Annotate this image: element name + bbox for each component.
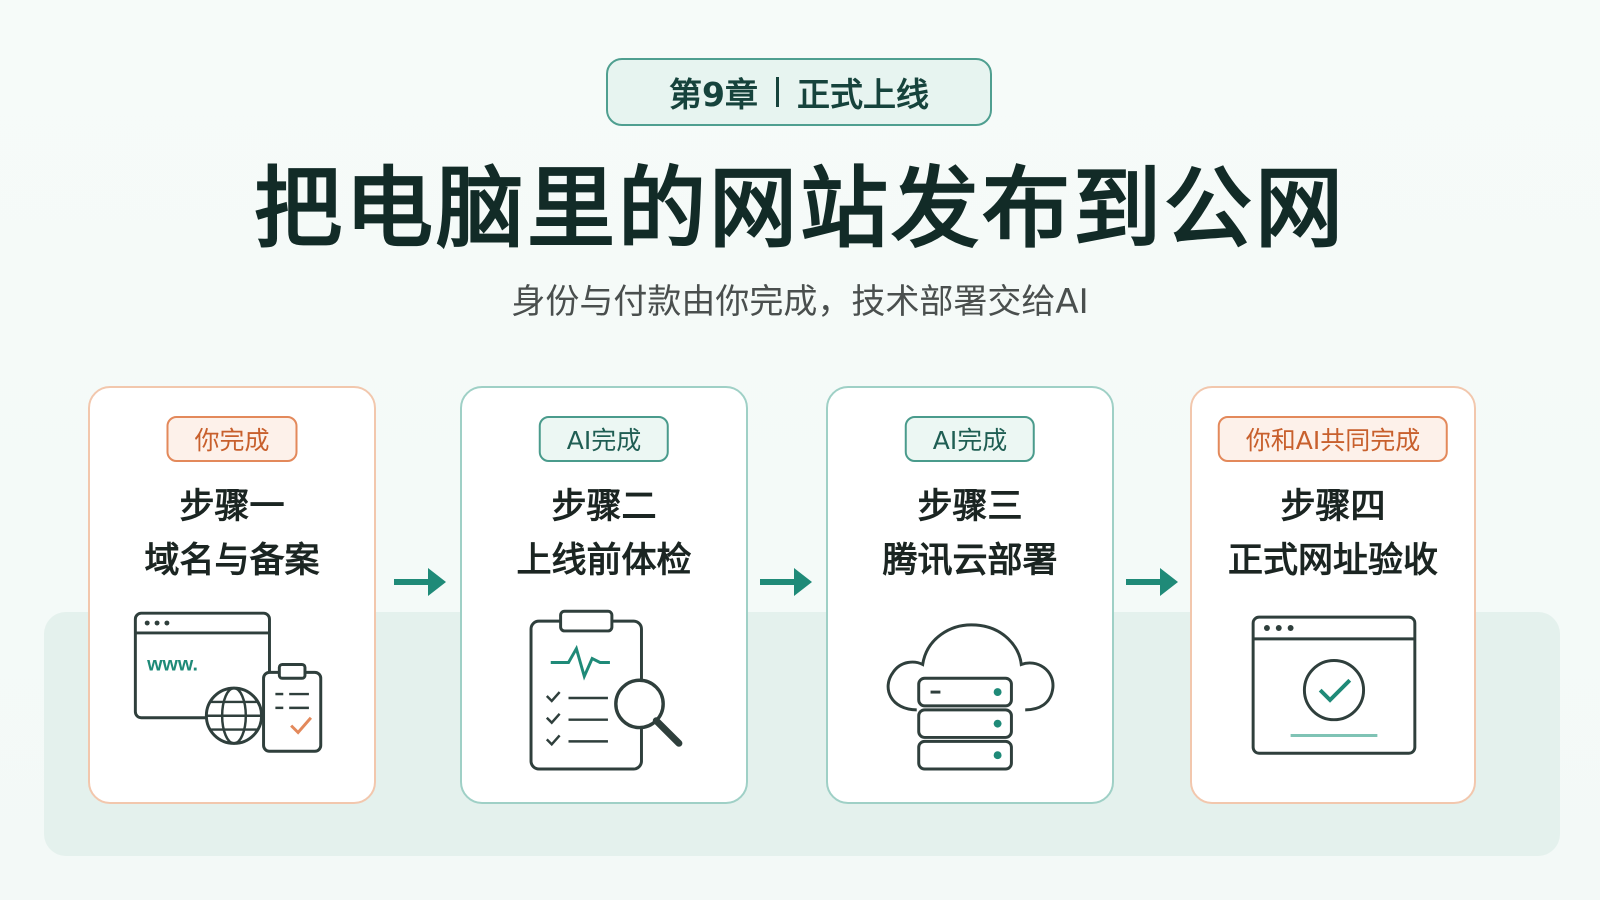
arrow-right-icon (1126, 568, 1178, 596)
page-title: 把电脑里的网站发布到公网 (253, 157, 1346, 260)
step-name: 上线前体检 (516, 541, 692, 581)
owner-badge-ai: AI完成 (904, 416, 1036, 462)
chapter-badge: 第9章 正式上线 (606, 58, 992, 126)
step-number: 步骤三 (917, 487, 1023, 527)
step-card-3: AI完成 步骤三 腾讯云部署 (826, 386, 1114, 804)
browser-check-icon (1251, 615, 1417, 755)
www-label: www. (146, 653, 198, 675)
owner-badge-ai: AI完成 (538, 416, 670, 462)
owner-badge-joint: 你和AI共同完成 (1217, 416, 1449, 462)
cloud-server-icon (886, 623, 1055, 771)
step-number: 步骤四 (1280, 487, 1386, 527)
owner-badge-user: 你完成 (166, 416, 298, 462)
step-number: 步骤二 (551, 487, 657, 527)
chapter-separator (775, 77, 779, 107)
step-number: 步骤一 (179, 487, 285, 527)
arrow-right-icon (394, 568, 446, 596)
browser-globe-clipboard-icon: www. (133, 611, 323, 753)
step-name: 腾讯云部署 (882, 541, 1058, 581)
chapter-topic: 正式上线 (796, 75, 929, 114)
page-subtitle: 身份与付款由你完成，技术部署交给AI (511, 282, 1089, 322)
step-card-2: AI完成 步骤二 上线前体检 (460, 386, 748, 804)
step-name: 正式网址验收 (1227, 541, 1438, 581)
step-name: 域名与备案 (144, 541, 320, 581)
step-card-1: 你完成 步骤一 域名与备案 www. (88, 386, 376, 804)
clipboard-checklist-magnifier-icon (529, 609, 683, 771)
arrow-right-icon (760, 568, 812, 596)
step-card-4: 你和AI共同完成 步骤四 正式网址验收 (1190, 386, 1476, 804)
chapter-label: 第9章 (669, 75, 758, 114)
